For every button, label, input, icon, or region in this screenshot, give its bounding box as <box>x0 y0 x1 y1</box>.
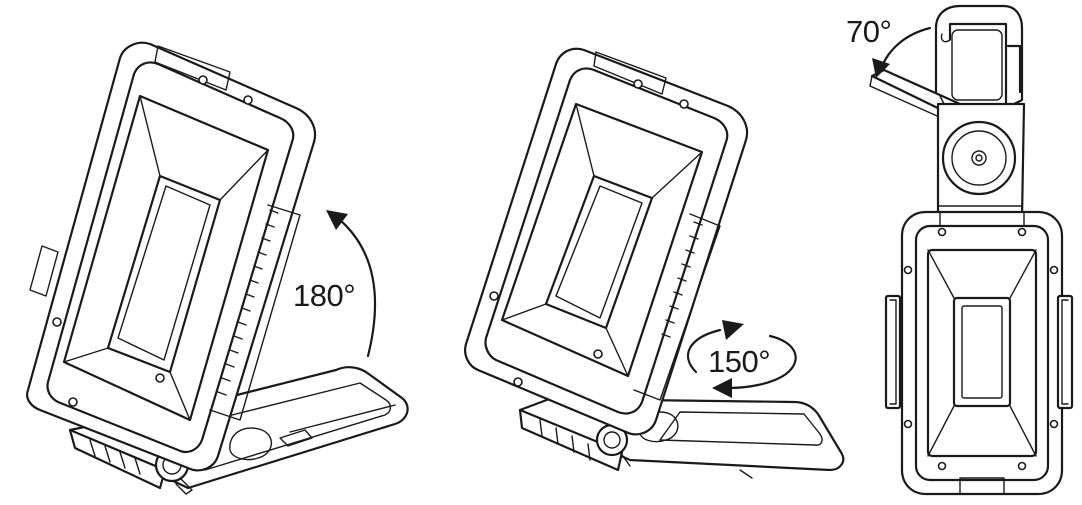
angle-label-150: 150° <box>708 344 770 379</box>
magnet-stem <box>936 102 1026 220</box>
hinge-middle <box>518 408 631 472</box>
rotation-arrow-150 <box>686 320 797 398</box>
rotation-arrow-70 <box>872 26 932 78</box>
lamp-body-front <box>884 210 1074 496</box>
figure-hook-70: 70° <box>846 4 1074 496</box>
base-tray-left <box>68 366 409 490</box>
hanging-hook <box>934 4 1024 110</box>
lamp-body-left <box>26 41 317 472</box>
rotation-arrow-180 <box>326 210 377 358</box>
lamp-body-middle <box>464 47 749 436</box>
angle-label-180: 180° <box>293 278 355 313</box>
angle-label-70: 70° <box>846 14 891 49</box>
figure-swivel-150: 150° <box>464 47 845 479</box>
figure-tilt-180: 180° <box>26 41 409 495</box>
